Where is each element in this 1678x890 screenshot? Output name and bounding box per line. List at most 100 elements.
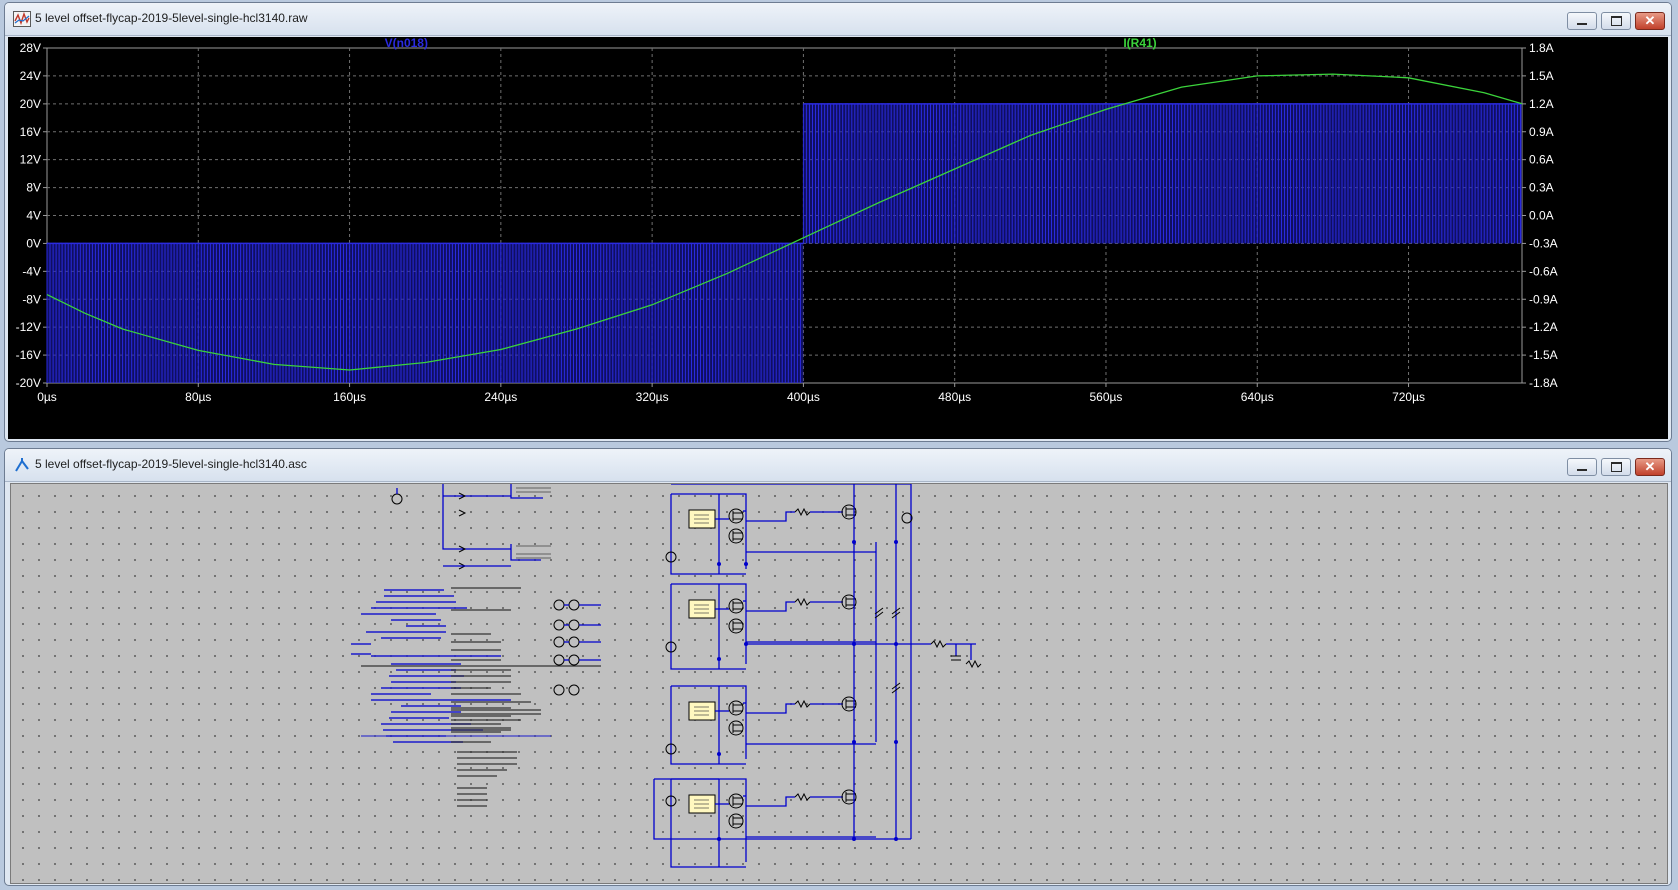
y-left-tick-label: 8V — [26, 181, 41, 195]
x-tick-label: 0µs — [37, 390, 57, 404]
x-tick-label: 240µs — [484, 390, 517, 404]
y-right-tick-label: -1.2A — [1529, 320, 1558, 334]
wire — [671, 778, 747, 862]
junction-dot — [852, 740, 856, 744]
capacitor-symbol — [874, 607, 884, 615]
y-right-tick-label: 0.0A — [1529, 209, 1554, 223]
junction-dot — [744, 642, 748, 646]
junction-dot — [894, 740, 898, 744]
y-right-tick-label: -1.8A — [1529, 376, 1558, 390]
voltage-source-symbol — [553, 654, 565, 666]
voltage-source-symbol — [665, 641, 677, 653]
y-right-tick-label: -1.5A — [1529, 348, 1558, 362]
y-right-tick-label: 1.8A — [1529, 41, 1554, 55]
y-left-tick-label: -4V — [22, 264, 41, 278]
series-i-r41 — [46, 73, 1523, 371]
y-right-tick-label: 0.9A — [1529, 125, 1554, 139]
wire — [670, 494, 746, 575]
voltage-source-symbol — [553, 684, 565, 696]
schematic-app-icon — [15, 458, 29, 472]
wire — [510, 544, 541, 561]
series-label-v-n018: V(n018) — [385, 37, 428, 50]
maximize-icon — [1610, 16, 1622, 26]
wire — [670, 584, 746, 670]
y-left-tick-label: 4V — [26, 209, 41, 223]
pwm-stripes — [46, 103, 1521, 383]
resistor-symbol — [794, 699, 811, 709]
maximize-button[interactable] — [1601, 458, 1631, 476]
mosfet-body — [841, 594, 857, 610]
y-right-tick-label: 0.6A — [1529, 153, 1554, 167]
junction-dot — [894, 837, 898, 841]
waveform-chart[interactable]: 28V24V20V16V12V8V4V0V-4V-8V-12V-16V-20V1… — [8, 36, 1668, 439]
resistor-symbol — [794, 507, 811, 517]
junction-dot — [852, 837, 856, 841]
resistor-symbol — [794, 792, 811, 802]
capacitor-symbol — [891, 682, 901, 690]
wire — [653, 779, 911, 840]
junction-dot — [852, 540, 856, 544]
buffer-symbol — [458, 509, 467, 517]
mosfet-body — [841, 696, 857, 712]
x-tick-label: 160µs — [333, 390, 366, 404]
capacitor-symbol — [891, 611, 901, 619]
schematic-titlebar[interactable]: 5 level offset-flycap-2019-5level-single… — [5, 449, 1671, 482]
mosfet-body — [728, 618, 744, 634]
mosfet-symbol — [728, 618, 744, 634]
maximize-icon — [1610, 462, 1622, 472]
y-right-tick-label: 0.3A — [1529, 181, 1554, 195]
minimize-button[interactable] — [1567, 12, 1597, 30]
voltage-source-symbol — [391, 493, 403, 505]
maximize-button[interactable] — [1601, 12, 1631, 30]
y-right-tick-label: 1.5A — [1529, 69, 1554, 83]
mosfet-symbol — [728, 598, 744, 614]
wire — [671, 685, 747, 759]
voltage-source-symbol — [665, 551, 677, 563]
wire — [442, 484, 511, 550]
wire — [746, 601, 795, 612]
waveform-titlebar[interactable]: 5 level offset-flycap-2019-5level-single… — [5, 3, 1671, 36]
y-left-tick-label: 20V — [20, 97, 41, 111]
mosfet-symbol — [728, 528, 744, 544]
y-left-tick-label: 16V — [20, 125, 41, 139]
capacitor-symbol — [874, 611, 884, 619]
mosfet-body — [728, 700, 744, 716]
close-icon: ✕ — [1644, 13, 1656, 28]
resistor-symbol — [965, 659, 982, 669]
junction-dot — [894, 540, 898, 544]
schematic-canvas[interactable] — [10, 483, 1668, 884]
schematic-drawing[interactable] — [11, 483, 1667, 883]
waveform-window-title: 5 level offset-flycap-2019-5level-single… — [35, 11, 308, 25]
x-tick-label: 640µs — [1241, 390, 1274, 404]
x-tick-label: 720µs — [1392, 390, 1425, 404]
x-tick-label: 400µs — [787, 390, 820, 404]
y-right-tick-label: -0.3A — [1529, 236, 1558, 250]
wire — [671, 583, 747, 664]
junction-dot — [852, 642, 856, 646]
minimize-icon — [1577, 23, 1587, 25]
voltage-source-symbol — [553, 636, 565, 648]
mosfet-symbol — [728, 508, 744, 524]
mosfet-body — [841, 789, 857, 805]
y-left-tick-label: 0V — [26, 236, 41, 250]
close-button[interactable]: ✕ — [1635, 12, 1665, 30]
y-right-tick-label: 1.2A — [1529, 97, 1554, 111]
y-right-tick-label: -0.9A — [1529, 292, 1558, 306]
voltage-source-symbol — [553, 619, 565, 631]
junction-dot — [894, 642, 898, 646]
y-left-tick-label: -12V — [16, 320, 41, 334]
mosfet-symbol — [728, 813, 744, 829]
y-left-tick-label: -8V — [22, 292, 41, 306]
resistor-symbol — [930, 639, 947, 649]
minimize-button[interactable] — [1567, 458, 1597, 476]
mosfet-body — [728, 813, 744, 829]
wire — [671, 493, 747, 569]
junction-dot — [717, 752, 721, 756]
voltage-source-symbol — [901, 512, 913, 524]
x-tick-label: 560µs — [1090, 390, 1123, 404]
x-tick-label: 80µs — [185, 390, 211, 404]
y-left-tick-label: 12V — [20, 153, 41, 167]
parameter-text — [451, 587, 541, 807]
close-button[interactable]: ✕ — [1635, 458, 1665, 476]
